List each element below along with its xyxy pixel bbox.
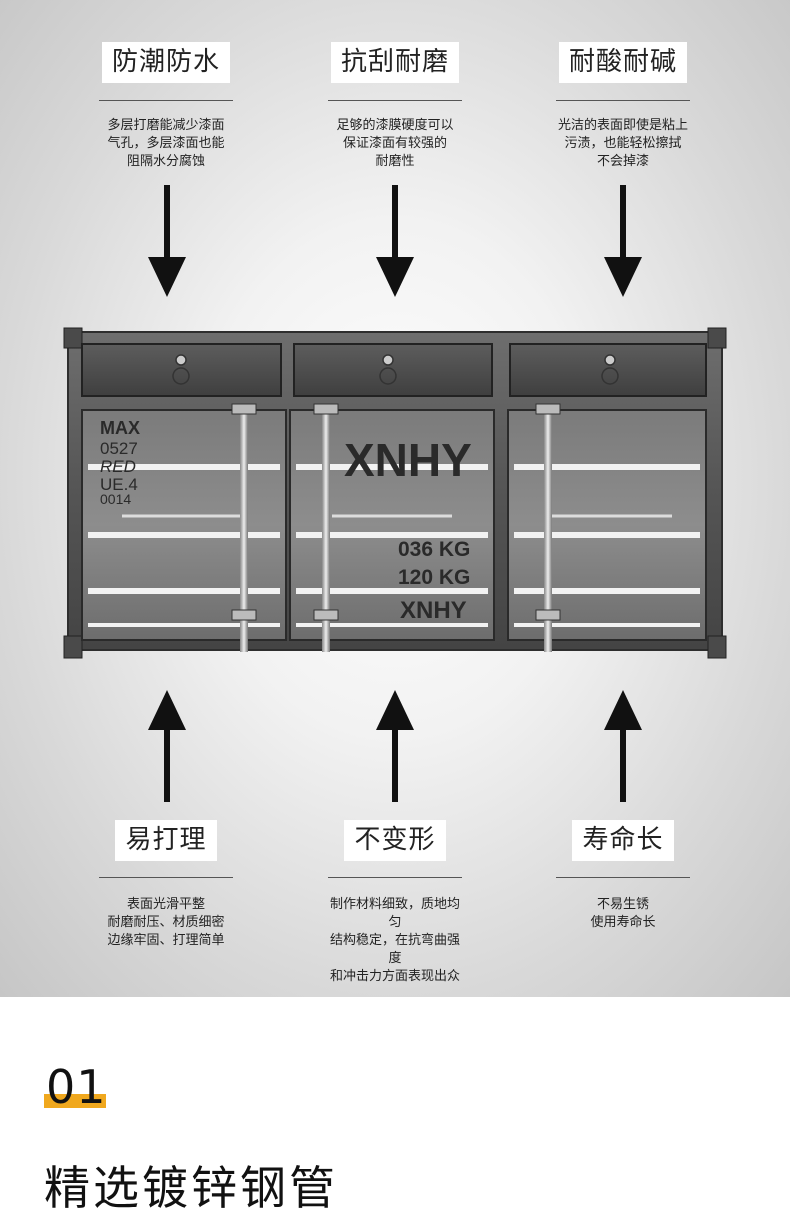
feature-description: 不易生锈 使用寿命长 <box>590 897 656 930</box>
stencil-text: RED <box>100 457 136 476</box>
stencil-text: 0014 <box>100 491 131 507</box>
stencil-text: MAX <box>100 418 140 438</box>
feature-description: 制作材料细致，质地均匀 结构稳定，在抗弯曲强度 和冲击力方面表现出众 <box>329 897 460 984</box>
feature-title: 抗刮耐磨 <box>330 42 459 83</box>
divider <box>99 877 233 878</box>
divider <box>328 877 462 878</box>
divider <box>328 100 462 101</box>
arrow-down-icon <box>376 185 414 297</box>
feature-title: 防潮防水 <box>101 42 230 83</box>
section-title: 精选镀锌钢管 <box>44 1161 338 1215</box>
divider <box>556 100 690 101</box>
feature-scratch-resistant: 抗刮耐磨 足够的漆膜硬度可以 保证漆面有较强的 耐磨性 <box>328 42 462 171</box>
arrow-up-icon <box>604 690 642 802</box>
feature-moisture-proof: 防潮防水 多层打磨能减少漆面 气孔，多层漆面也能 阻隔水分腐蚀 <box>99 42 233 171</box>
divider <box>99 100 233 101</box>
brand-stencil: XNHY <box>344 434 472 486</box>
arrow-down-icon <box>148 185 186 297</box>
feature-title: 寿命长 <box>572 820 674 861</box>
feature-no-deformation: 不变形 制作材料细致，质地均匀 结构稳定，在抗弯曲强度 和冲击力方面表现出众 <box>328 820 462 986</box>
arrow-up-icon <box>376 690 414 802</box>
stencil-text: UE.4 <box>100 475 138 494</box>
container-cabinet-image: MAX 0527 RED UE.4 0014 XNHY 036 KG 120 K… <box>63 327 727 659</box>
divider <box>556 877 690 878</box>
section-number: 01 <box>46 1060 107 1114</box>
feature-long-life: 寿命长 不易生锈 使用寿命长 <box>556 820 690 932</box>
stencil-text: 0527 <box>100 439 138 458</box>
feature-description: 多层打磨能减少漆面 气孔，多层漆面也能 阻隔水分腐蚀 <box>107 118 225 169</box>
section-number-highlight <box>44 1094 106 1108</box>
feature-title: 耐酸耐碱 <box>558 42 687 83</box>
feature-title: 不变形 <box>344 820 446 861</box>
weight-stencil: 120 KG <box>398 566 470 589</box>
brand-stencil: XNHY <box>400 597 467 624</box>
feature-description: 光洁的表面即使是粘上 污渍，也能轻松擦拭 不会掉漆 <box>557 118 688 169</box>
arrow-down-icon <box>604 185 642 297</box>
weight-stencil: 036 KG <box>398 538 470 561</box>
arrow-up-icon <box>148 690 186 802</box>
feature-title: 易打理 <box>115 820 217 861</box>
feature-description: 足够的漆膜硬度可以 保证漆面有较强的 耐磨性 <box>336 118 454 169</box>
feature-acid-alkali-resistant: 耐酸耐碱 光洁的表面即使是粘上 污渍，也能轻松擦拭 不会掉漆 <box>556 42 690 171</box>
feature-easy-care: 易打理 表面光滑平整 耐磨耐压、材质细密 边缘牢固、打理简单 <box>99 820 233 950</box>
feature-description: 表面光滑平整 耐磨耐压、材质细密 边缘牢固、打理简单 <box>107 897 225 948</box>
